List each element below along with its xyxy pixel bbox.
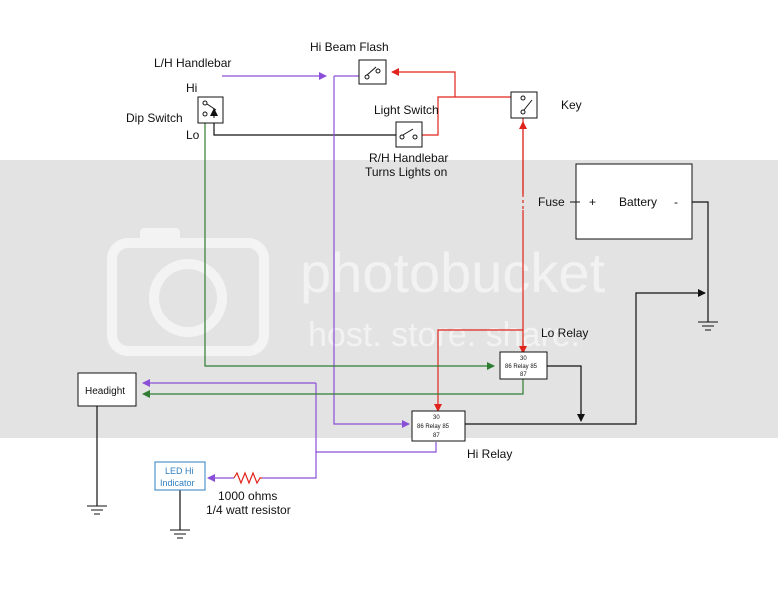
dip-switch-label: Dip Switch — [126, 111, 183, 125]
lo-relay — [499, 351, 548, 380]
lo-relay-pin-mid: 86 Relay 85 — [505, 364, 538, 370]
fuse-label-bg — [512, 194, 570, 210]
hi-beam-flash-switch — [358, 59, 387, 85]
hi-relay-pin-mid: 86 Relay 85 — [417, 424, 450, 430]
hi-relay-label: Hi Relay — [467, 447, 512, 461]
fuse-label: Fuse — [538, 195, 565, 209]
resistor-label-1: 1000 ohms — [218, 489, 277, 503]
led-indicator-box — [154, 461, 206, 491]
hi-relay-pin-30: 30 — [433, 415, 440, 421]
watermark-logo-icon — [107, 228, 269, 356]
key-switch — [510, 91, 538, 119]
key-label: Key — [561, 98, 582, 112]
lo-relay-pin-30: 30 — [520, 356, 527, 362]
headlight-box — [77, 372, 137, 407]
watermark-brand: photobucket — [300, 241, 606, 304]
ground-icon-headlight — [87, 505, 107, 515]
resistor-icon — [233, 471, 262, 485]
battery-plus-label: + — [589, 195, 596, 209]
light-switch — [395, 121, 423, 148]
lo-label: Lo — [186, 128, 200, 142]
rh-handlebar-label: R/H Handlebar — [369, 151, 448, 165]
lo-relay-pin-87: 87 — [520, 372, 527, 378]
lo-relay-label: Lo Relay — [541, 326, 588, 340]
resistor-label-2: 1/4 watt resistor — [206, 503, 291, 517]
turns-lights-on-label: Turns Lights on — [365, 165, 447, 179]
hi-beam-flash-label: Hi Beam Flash — [310, 40, 389, 54]
lh-handlebar-label: L/H Handlebar — [154, 56, 231, 70]
led-label-line2: Indicator — [160, 478, 195, 488]
hi-relay — [411, 410, 466, 442]
green-wires — [142, 114, 524, 398]
watermark-tagline: host. store. share. — [308, 316, 580, 354]
led-label-line1: LED Hi — [165, 466, 194, 476]
battery-minus-label: - — [674, 195, 678, 209]
ground-icon-battery — [698, 321, 718, 331]
dip-switch — [197, 96, 224, 124]
purple-wires — [142, 72, 437, 482]
headlight-label: Headight — [85, 386, 125, 397]
battery-label: Battery — [619, 195, 657, 209]
ground-icon-led — [170, 529, 190, 539]
hi-relay-pin-87: 87 — [433, 433, 440, 439]
hi-label: Hi — [186, 81, 197, 95]
light-switch-label: Light Switch — [374, 103, 439, 117]
